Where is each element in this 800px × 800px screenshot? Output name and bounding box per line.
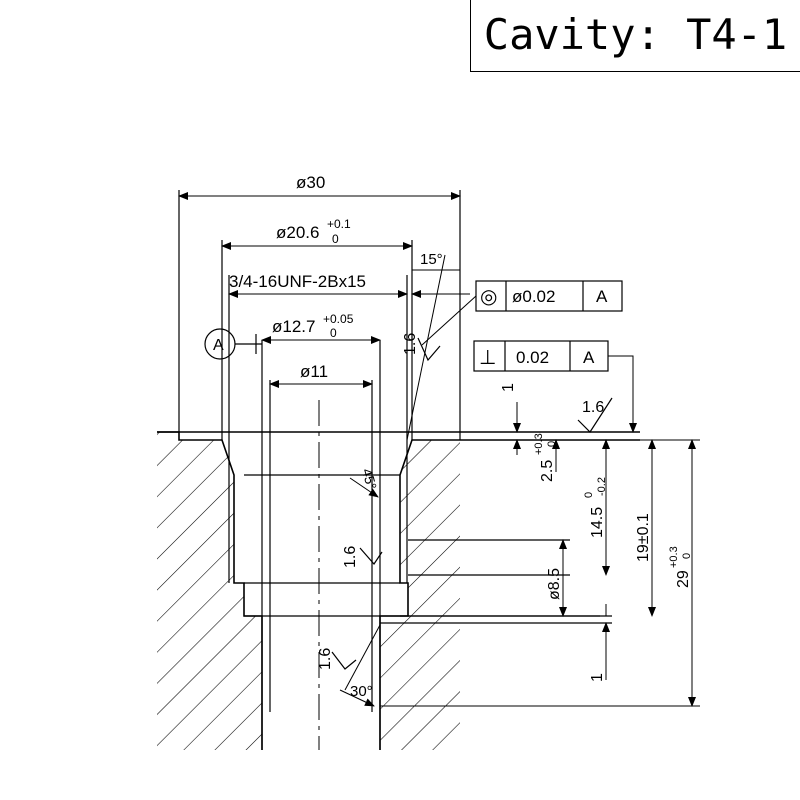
perpendicularity-datum: A bbox=[583, 348, 595, 367]
dim-d30: ø30 bbox=[296, 173, 325, 192]
perpendicularity-value: 0.02 bbox=[516, 348, 549, 367]
perpendicularity-leader bbox=[608, 355, 637, 433]
surface-finish-lower: 1.6 bbox=[317, 648, 334, 670]
datum-label: A bbox=[213, 337, 224, 354]
dim-1-bottom: 1 bbox=[589, 673, 606, 682]
angle-30-leader bbox=[344, 624, 381, 691]
dim-d12-7-tol-upper: +0.05 bbox=[323, 312, 354, 326]
angle-30-leader-2 bbox=[339, 689, 375, 707]
dim-2-5-tol-lower: 0 bbox=[546, 441, 558, 447]
hatched-body bbox=[157, 432, 460, 750]
angle-45: 45° bbox=[359, 467, 380, 492]
horizontal-dims bbox=[178, 192, 470, 388]
dim-14-5-tol-upper: 0 bbox=[583, 492, 595, 498]
concentricity-datum: A bbox=[596, 287, 608, 306]
dim-29-tol-lower: 0 bbox=[681, 553, 693, 559]
dim-d20-6-tol-lower: 0 bbox=[332, 232, 339, 246]
angle-15: 15° bbox=[420, 251, 443, 268]
dim-29: 29 bbox=[675, 570, 692, 588]
angle-30: 30° bbox=[350, 683, 373, 700]
dim-d12-7: ø12.7 bbox=[272, 317, 315, 336]
dim-d20-6-tol-upper: +0.1 bbox=[327, 217, 351, 231]
chamfer-15 bbox=[406, 254, 460, 441]
dim-1-top: 1 bbox=[500, 383, 517, 392]
surface-finish-top: 1.6 bbox=[582, 399, 604, 416]
dim-d20-6: ø20.6 bbox=[276, 223, 319, 242]
dim-29-tol-upper: +0.3 bbox=[668, 546, 680, 568]
dim-d8-5: ø8.5 bbox=[546, 568, 563, 600]
title-box: Cavity: T4-1 bbox=[470, 0, 800, 72]
perpendicularity-symbol: ⊥ bbox=[479, 347, 496, 369]
dim-d11: ø11 bbox=[300, 362, 328, 381]
concentricity-symbol: ◎ bbox=[480, 286, 497, 308]
dim-19: 19±0.1 bbox=[635, 513, 652, 562]
dim-14-5-tol-lower: -0.2 bbox=[596, 477, 608, 496]
cavity-lines bbox=[178, 190, 612, 750]
surface-finish-thread: 1.6 bbox=[402, 333, 419, 355]
surface-finish-symbols bbox=[331, 337, 613, 670]
dim-2-5-tol-upper: +0.3 bbox=[533, 433, 545, 455]
dim-d12-7-tol-lower: 0 bbox=[330, 326, 337, 340]
concentricity-leader bbox=[421, 295, 477, 346]
concentricity-value: ø0.02 bbox=[512, 287, 555, 306]
surface-finish-bore: 1.6 bbox=[342, 546, 359, 568]
drawing-title: Cavity: T4-1 bbox=[483, 10, 788, 59]
dim-14-5: 14.5 bbox=[589, 507, 606, 538]
vertical-dims bbox=[380, 402, 700, 707]
angle-45-leader bbox=[349, 477, 379, 498]
dim-2-5: 2.5 bbox=[539, 460, 556, 482]
dim-thread: 3/4-16UNF-2Bx15 bbox=[229, 272, 366, 291]
